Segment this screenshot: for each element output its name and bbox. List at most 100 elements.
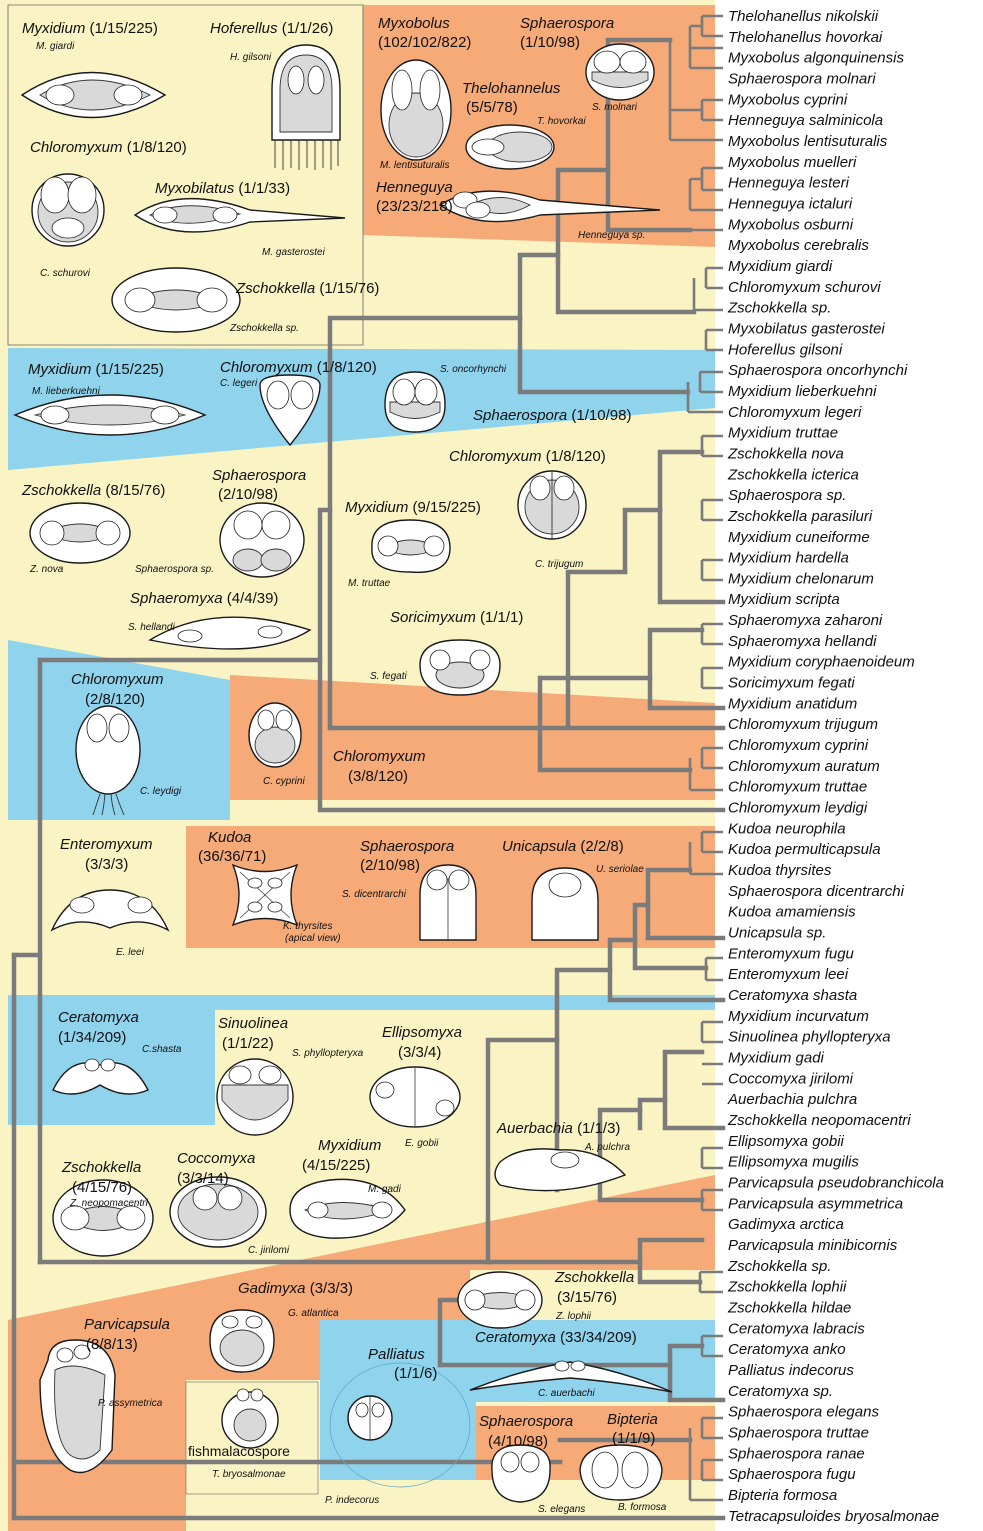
fishmalacospore-label: fishmalacospore bbox=[188, 1443, 290, 1459]
genus-name: Henneguya bbox=[376, 179, 453, 196]
spore-s-oncorhynchi bbox=[385, 372, 445, 432]
spore-label: Sphaerospora sp. bbox=[135, 564, 214, 575]
taxon-label: Myxobolus cerebralis bbox=[728, 237, 869, 254]
genus-count: (2/10/98) bbox=[360, 857, 420, 874]
taxon-label: Parvicapsula pseudobranchicola bbox=[728, 1175, 944, 1192]
genus-count: (3/3/4) bbox=[398, 1044, 441, 1061]
spore-label: S. elegans bbox=[538, 1504, 585, 1515]
taxon-label: Hoferellus gilsoni bbox=[728, 341, 843, 358]
spore-label: (apical view) bbox=[285, 933, 341, 944]
taxon-label: Henneguya lesteri bbox=[728, 175, 850, 192]
spore-label: Henneguya sp. bbox=[578, 230, 645, 241]
genus-count: (1/1/9) bbox=[612, 1430, 655, 1447]
taxon-label: Sphaeromyxa hellandi bbox=[728, 633, 877, 650]
taxon-label: Chloromyxum trijugum bbox=[728, 716, 878, 733]
genus-label: Ceratomyxa (33/34/209) bbox=[475, 1329, 637, 1346]
taxon-label: Sphaerospora truttae bbox=[728, 1424, 869, 1441]
spore-label: C. auerbachi bbox=[538, 1388, 595, 1399]
taxon-label: Zschokkella nova bbox=[727, 445, 844, 462]
spore-label: M. giardi bbox=[36, 41, 75, 52]
taxon-label: Ceratomyxa labracis bbox=[728, 1320, 865, 1337]
genus-count: (3/3/3) bbox=[85, 856, 128, 873]
spore-label: A. pulchra bbox=[584, 1142, 630, 1153]
genus-count: (3/8/120) bbox=[348, 768, 408, 785]
taxon-label: Ellipsomyxa gobii bbox=[728, 1133, 845, 1150]
genus-label: Myxobilatus (1/1/33) bbox=[155, 180, 290, 197]
taxon-label: Palliatus indecorus bbox=[728, 1362, 854, 1379]
taxon-label: Chloromyxum leydigi bbox=[728, 800, 868, 817]
genus-count: (1/10/98) bbox=[520, 34, 580, 51]
taxon-label: Kudoa thyrsites bbox=[728, 862, 832, 879]
spore-label: E. gobii bbox=[405, 1138, 439, 1149]
genus-name: Chloromyxum bbox=[333, 748, 426, 765]
taxon-label: Enteromyxum fugu bbox=[728, 945, 855, 962]
spore-label: M. truttae bbox=[348, 578, 391, 589]
spore-label: C. schurovi bbox=[40, 268, 91, 279]
spore-label: S. oncorhynchi bbox=[440, 364, 507, 375]
spore-label: C. jirilomi bbox=[248, 1245, 290, 1256]
spore-label: C. cyprini bbox=[263, 776, 305, 787]
genus-name: Bipteria bbox=[607, 1411, 658, 1428]
spore-c-jirilomi bbox=[170, 1177, 266, 1247]
spore-e-gobii bbox=[370, 1067, 460, 1127]
spore-s-dicentrarchi bbox=[420, 865, 476, 940]
spore-k-thyrsites bbox=[233, 865, 297, 925]
spore-s-elegans bbox=[492, 1445, 550, 1502]
spore-label: M. gasterostei bbox=[262, 247, 326, 258]
genus-name: Myxobolus bbox=[378, 15, 450, 32]
genus-count: (4/10/98) bbox=[488, 1433, 548, 1450]
taxon-label: Sphaerospora fugu bbox=[728, 1466, 856, 1483]
genus-label: Zschokkella (8/15/76) bbox=[21, 482, 165, 499]
spore-label: Z. lophii bbox=[555, 1311, 592, 1322]
spore-z-nova bbox=[30, 503, 130, 563]
genus-name: Ceratomyxa bbox=[58, 1009, 139, 1026]
genus-name: Sphaerospora bbox=[479, 1413, 573, 1430]
spore-label: S. dicentrarchi bbox=[342, 889, 407, 900]
taxon-label: Chloromyxum cyprini bbox=[728, 737, 869, 754]
taxon-label: Sphaerospora oncorhynchi bbox=[728, 362, 908, 379]
spore-label: S. molnari bbox=[592, 102, 638, 113]
spore-label: E. leei bbox=[116, 947, 145, 958]
taxon-label: Kudoa neurophila bbox=[728, 820, 846, 837]
spore-g-atlantica bbox=[210, 1310, 274, 1372]
genus-name: Sphaerospora bbox=[212, 467, 306, 484]
spore-label: K. thyrsites bbox=[283, 921, 332, 932]
genus-label: Sphaeromyxa (4/4/39) bbox=[130, 590, 278, 607]
taxon-label: Myxidium lieberkuehni bbox=[728, 383, 877, 400]
taxon-label: Zschokkella parasiluri bbox=[727, 508, 873, 525]
spore-label: Zschokkella sp. bbox=[229, 323, 299, 334]
taxon-label: Thelohanellus hovorkai bbox=[728, 29, 883, 46]
spore-label: M. lentisuturalis bbox=[380, 160, 449, 171]
taxon-label: Zschokkella hildae bbox=[727, 1300, 851, 1317]
genus-name: Sphaerospora bbox=[520, 15, 614, 32]
taxon-label: Sphaeromyxa zaharoni bbox=[728, 612, 883, 629]
genus-count: (3/15/76) bbox=[557, 1289, 617, 1306]
spore-label: T. hovorkai bbox=[537, 116, 586, 127]
taxon-list: Thelohanellus nikolskiiThelohanellus hov… bbox=[727, 8, 944, 1525]
genus-label: Myxidium (1/15/225) bbox=[28, 361, 164, 378]
genus-count: (102/102/822) bbox=[378, 34, 471, 51]
spore-label: M. lieberkuehni bbox=[32, 386, 101, 397]
spore-m-lentisuturalis bbox=[381, 60, 451, 160]
genus-count: (36/36/71) bbox=[198, 848, 266, 865]
taxon-label: Zschokkella sp. bbox=[727, 300, 831, 317]
genus-count: (2/8/120) bbox=[85, 691, 145, 708]
spore-label: S. hellandi bbox=[128, 622, 175, 633]
spore-u-seriolae bbox=[532, 868, 598, 940]
taxon-label: Auerbachia pulchra bbox=[727, 1091, 857, 1108]
taxon-label: Kudoa permulticapsula bbox=[728, 841, 881, 858]
genus-name: Zschokkella bbox=[61, 1159, 141, 1176]
taxon-label: Henneguya ictaluri bbox=[728, 196, 853, 213]
genus-count: (1/1/22) bbox=[222, 1035, 274, 1052]
genus-count: (1/1/6) bbox=[394, 1365, 437, 1382]
taxon-label: Myxidium incurvatum bbox=[728, 1008, 869, 1025]
spore-label: Z. neopomacentri bbox=[69, 1198, 149, 1209]
taxon-label: Bipteria formosa bbox=[728, 1487, 837, 1504]
spore-s-phyllopteryxa bbox=[217, 1059, 293, 1135]
taxon-label: Henneguya salminicola bbox=[728, 112, 883, 129]
taxon-label: Zschokkella sp. bbox=[727, 1258, 831, 1275]
genus-label: Auerbachia (1/1/3) bbox=[496, 1120, 620, 1137]
genus-label: Hoferellus (1/1/26) bbox=[210, 20, 333, 37]
spore-label: T. bryosalmonae bbox=[212, 1469, 286, 1480]
taxon-label: Myxidium giardi bbox=[728, 258, 833, 275]
